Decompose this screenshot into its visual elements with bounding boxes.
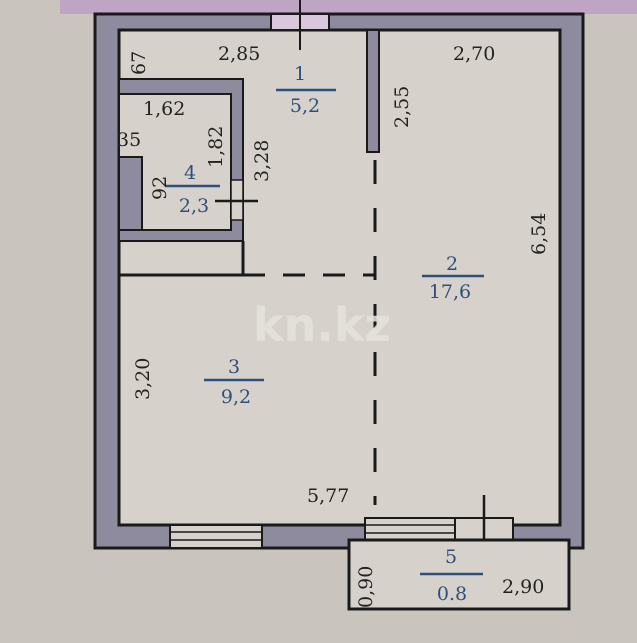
svg-text:2,3: 2,3 [179, 195, 209, 217]
dim-1-62: 1,62 [143, 98, 185, 120]
bath-fixture [118, 156, 143, 231]
top-tint [60, 0, 637, 14]
interior-floor [117, 28, 562, 527]
partition-wall-1-2 [366, 29, 380, 153]
room-label-4: 4 2,3 [165, 162, 220, 217]
svg-text:3: 3 [228, 356, 240, 378]
dim-92: 92 [149, 176, 171, 200]
dim-6-54: 6,54 [528, 213, 550, 255]
dim-67: 67 [128, 51, 150, 75]
svg-text:17,6: 17,6 [429, 281, 471, 303]
watermark: kn.kz [253, 298, 391, 352]
dim-2-90: 2,90 [502, 576, 544, 598]
dim-3-20: 3,20 [132, 358, 154, 400]
bottom-window-right [364, 517, 456, 541]
room-label-3: 3 9,2 [204, 356, 264, 408]
dim-0-90: 0,90 [355, 566, 377, 608]
svg-text:5,2: 5,2 [290, 95, 320, 117]
dim-2-85: 2,85 [218, 43, 260, 65]
dim-2-70: 2,70 [453, 43, 495, 65]
svg-text:9,2: 9,2 [221, 386, 251, 408]
dim-2-55: 2,55 [391, 86, 413, 128]
room-label-1: 1 5,2 [276, 63, 336, 117]
dim-3-28: 3,28 [251, 140, 273, 182]
dim-1-82: 1,82 [205, 126, 227, 168]
room-label-2: 2 17,6 [422, 253, 484, 303]
svg-text:0.8: 0.8 [437, 583, 467, 605]
bottom-window-left [169, 524, 263, 549]
svg-text:4: 4 [184, 162, 196, 184]
svg-text:2: 2 [446, 253, 458, 275]
dim-5-77: 5,77 [307, 485, 349, 507]
svg-text:1: 1 [294, 63, 306, 85]
dim-35: 35 [117, 129, 141, 151]
svg-text:5: 5 [445, 546, 457, 568]
room-label-5: 5 0.8 [420, 546, 483, 605]
